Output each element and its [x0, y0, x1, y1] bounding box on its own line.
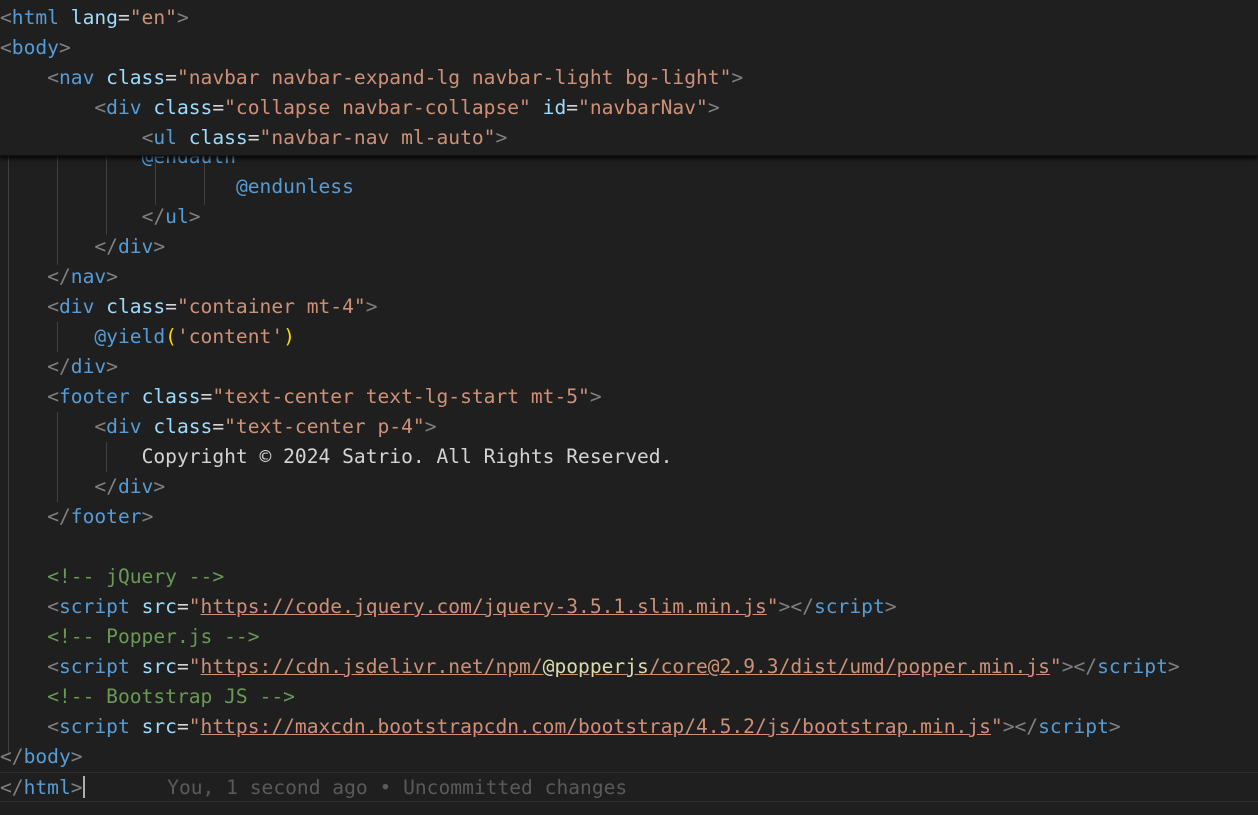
indent-guide — [57, 322, 58, 352]
attr-name: class — [106, 66, 166, 89]
tag-name: script — [58, 715, 130, 738]
comment-text: <!-- Popper.js --> — [47, 625, 260, 648]
attr-name: class — [188, 126, 248, 149]
text-content: Copyright © 2024 Satrio. All Rights Rese… — [141, 445, 673, 468]
text-cursor — [82, 776, 85, 798]
attr-value: "text-center text-lg-start mt-5" — [212, 385, 590, 408]
tag-name: html — [11, 6, 59, 29]
code-line-body-close[interactable]: </body> — [0, 745, 83, 768]
code-line-endunless[interactable]: @endunless — [0, 172, 354, 202]
attr-name: lang — [70, 6, 118, 29]
url-link[interactable]: @popperjs — [542, 655, 649, 678]
attr-name: class — [141, 385, 201, 408]
code-line-copyright[interactable]: Copyright © 2024 Satrio. All Rights Rese… — [0, 442, 673, 472]
attr-name: src — [141, 655, 177, 678]
code-line-yield[interactable]: @yield('content') — [94, 325, 295, 348]
attr-name: class — [153, 415, 213, 438]
url-link[interactable]: https://maxcdn.bootstrapcdn.com/bootstra… — [200, 715, 991, 738]
tag-name: body — [11, 36, 59, 59]
attr-name: id — [542, 96, 567, 119]
sticky-line-div[interactable]: <div class="collapse navbar-collapse" id… — [94, 96, 720, 119]
tag-name: footer — [58, 385, 130, 408]
tag-name: html — [23, 776, 71, 799]
code-line-script-bootstrap[interactable]: <script src="https://maxcdn.bootstrapcdn… — [47, 715, 1121, 738]
indent-guide — [57, 412, 58, 502]
tag-name: div — [58, 295, 95, 318]
tag-name: script — [58, 655, 130, 678]
git-blame-annotation: You, 1 second ago • Uncommitted changes — [167, 776, 628, 799]
attr-value: "container mt-4" — [176, 295, 366, 318]
directive-text: @yield — [94, 325, 166, 348]
code-line-nav-close[interactable]: </nav> — [47, 265, 118, 288]
attr-value: "collapse navbar-collapse" — [224, 96, 531, 119]
comment-text: <!-- jQuery --> — [47, 565, 225, 588]
attr-name: src — [141, 595, 177, 618]
sticky-line-html[interactable]: <html lang="en"> — [0, 6, 189, 29]
attr-name: class — [153, 96, 213, 119]
tag-name: ul — [165, 205, 189, 228]
comment-text: <!-- Bootstrap JS --> — [47, 685, 295, 708]
code-line-html-close-current[interactable]: </html> You, 1 second ago • Uncommitted … — [0, 772, 1258, 802]
code-line-script-popper[interactable]: <script src="https://cdn.jsdelivr.net/np… — [47, 655, 1180, 678]
url-link[interactable]: https://cdn.jsdelivr.net/npm/ — [200, 655, 543, 678]
attr-value: "navbar navbar-expand-lg navbar-light bg… — [176, 66, 732, 89]
indent-guide — [106, 155, 107, 235]
sticky-line-ul[interactable]: <ul class="navbar-nav ml-auto"> — [141, 126, 508, 149]
tag-name: ul — [153, 126, 177, 149]
code-line-div-close[interactable]: </div> — [94, 475, 166, 498]
indent-guide — [204, 155, 205, 205]
url-link[interactable]: /core@2.9.3/dist/umd/popper.min.js — [648, 655, 1050, 678]
attr-value: "en" — [129, 6, 177, 29]
tag-name: script — [1038, 715, 1109, 738]
directive-text: @endunless — [235, 175, 354, 198]
tag-name: footer — [70, 505, 142, 528]
indent-guide — [57, 155, 58, 265]
attr-value: "navbarNav" — [578, 96, 708, 119]
sticky-scroll-header[interactable]: <html lang="en"> <body> <nav class="navb… — [0, 0, 1258, 156]
attr-value: "text-center p-4" — [224, 415, 425, 438]
tag-name: div — [70, 355, 107, 378]
code-line-comment-jquery[interactable]: <!-- jQuery --> — [0, 562, 224, 592]
tag-name: div — [117, 475, 154, 498]
indent-guide — [8, 155, 9, 755]
code-line-script-jquery[interactable]: <script src="https://code.jquery.com/jqu… — [47, 595, 897, 618]
tag-name: nav — [58, 66, 95, 89]
tag-name: nav — [70, 265, 107, 288]
tag-name: script — [1097, 655, 1168, 678]
tag-name: script — [58, 595, 130, 618]
indent-guide — [106, 442, 107, 472]
code-line-div-close[interactable]: </div> — [94, 235, 166, 258]
tag-name: div — [117, 235, 154, 258]
code-line-inner-div[interactable]: <div class="text-center p-4"> — [94, 415, 437, 438]
attr-name: src — [141, 715, 177, 738]
tag-name: div — [106, 415, 142, 438]
sticky-line-body[interactable]: <body> — [0, 36, 71, 59]
code-line-container[interactable]: <div class="container mt-4"> — [47, 295, 378, 318]
attr-name: class — [106, 295, 166, 318]
code-line-footer[interactable]: <footer class="text-center text-lg-start… — [47, 385, 602, 408]
url-link[interactable]: https://code.jquery.com/jquery-3.5.1.sli… — [200, 595, 767, 618]
sticky-line-nav[interactable]: <nav class="navbar navbar-expand-lg navb… — [47, 66, 744, 89]
string-literal: 'content' — [176, 325, 284, 348]
code-line-comment-popper[interactable]: <!-- Popper.js --> — [0, 622, 260, 652]
indent-guide — [155, 155, 156, 205]
code-line-footer-close[interactable]: </footer> — [47, 505, 154, 528]
tag-name: script — [813, 595, 885, 618]
tag-name: body — [23, 745, 71, 768]
code-line-comment-bootstrap[interactable]: <!-- Bootstrap JS --> — [0, 682, 295, 712]
tag-name: div — [106, 96, 142, 119]
attr-value: "navbar-nav ml-auto" — [259, 126, 496, 149]
code-line-ul-close[interactable]: </ul> — [141, 205, 201, 228]
code-line-div-close[interactable]: </div> — [47, 355, 118, 378]
